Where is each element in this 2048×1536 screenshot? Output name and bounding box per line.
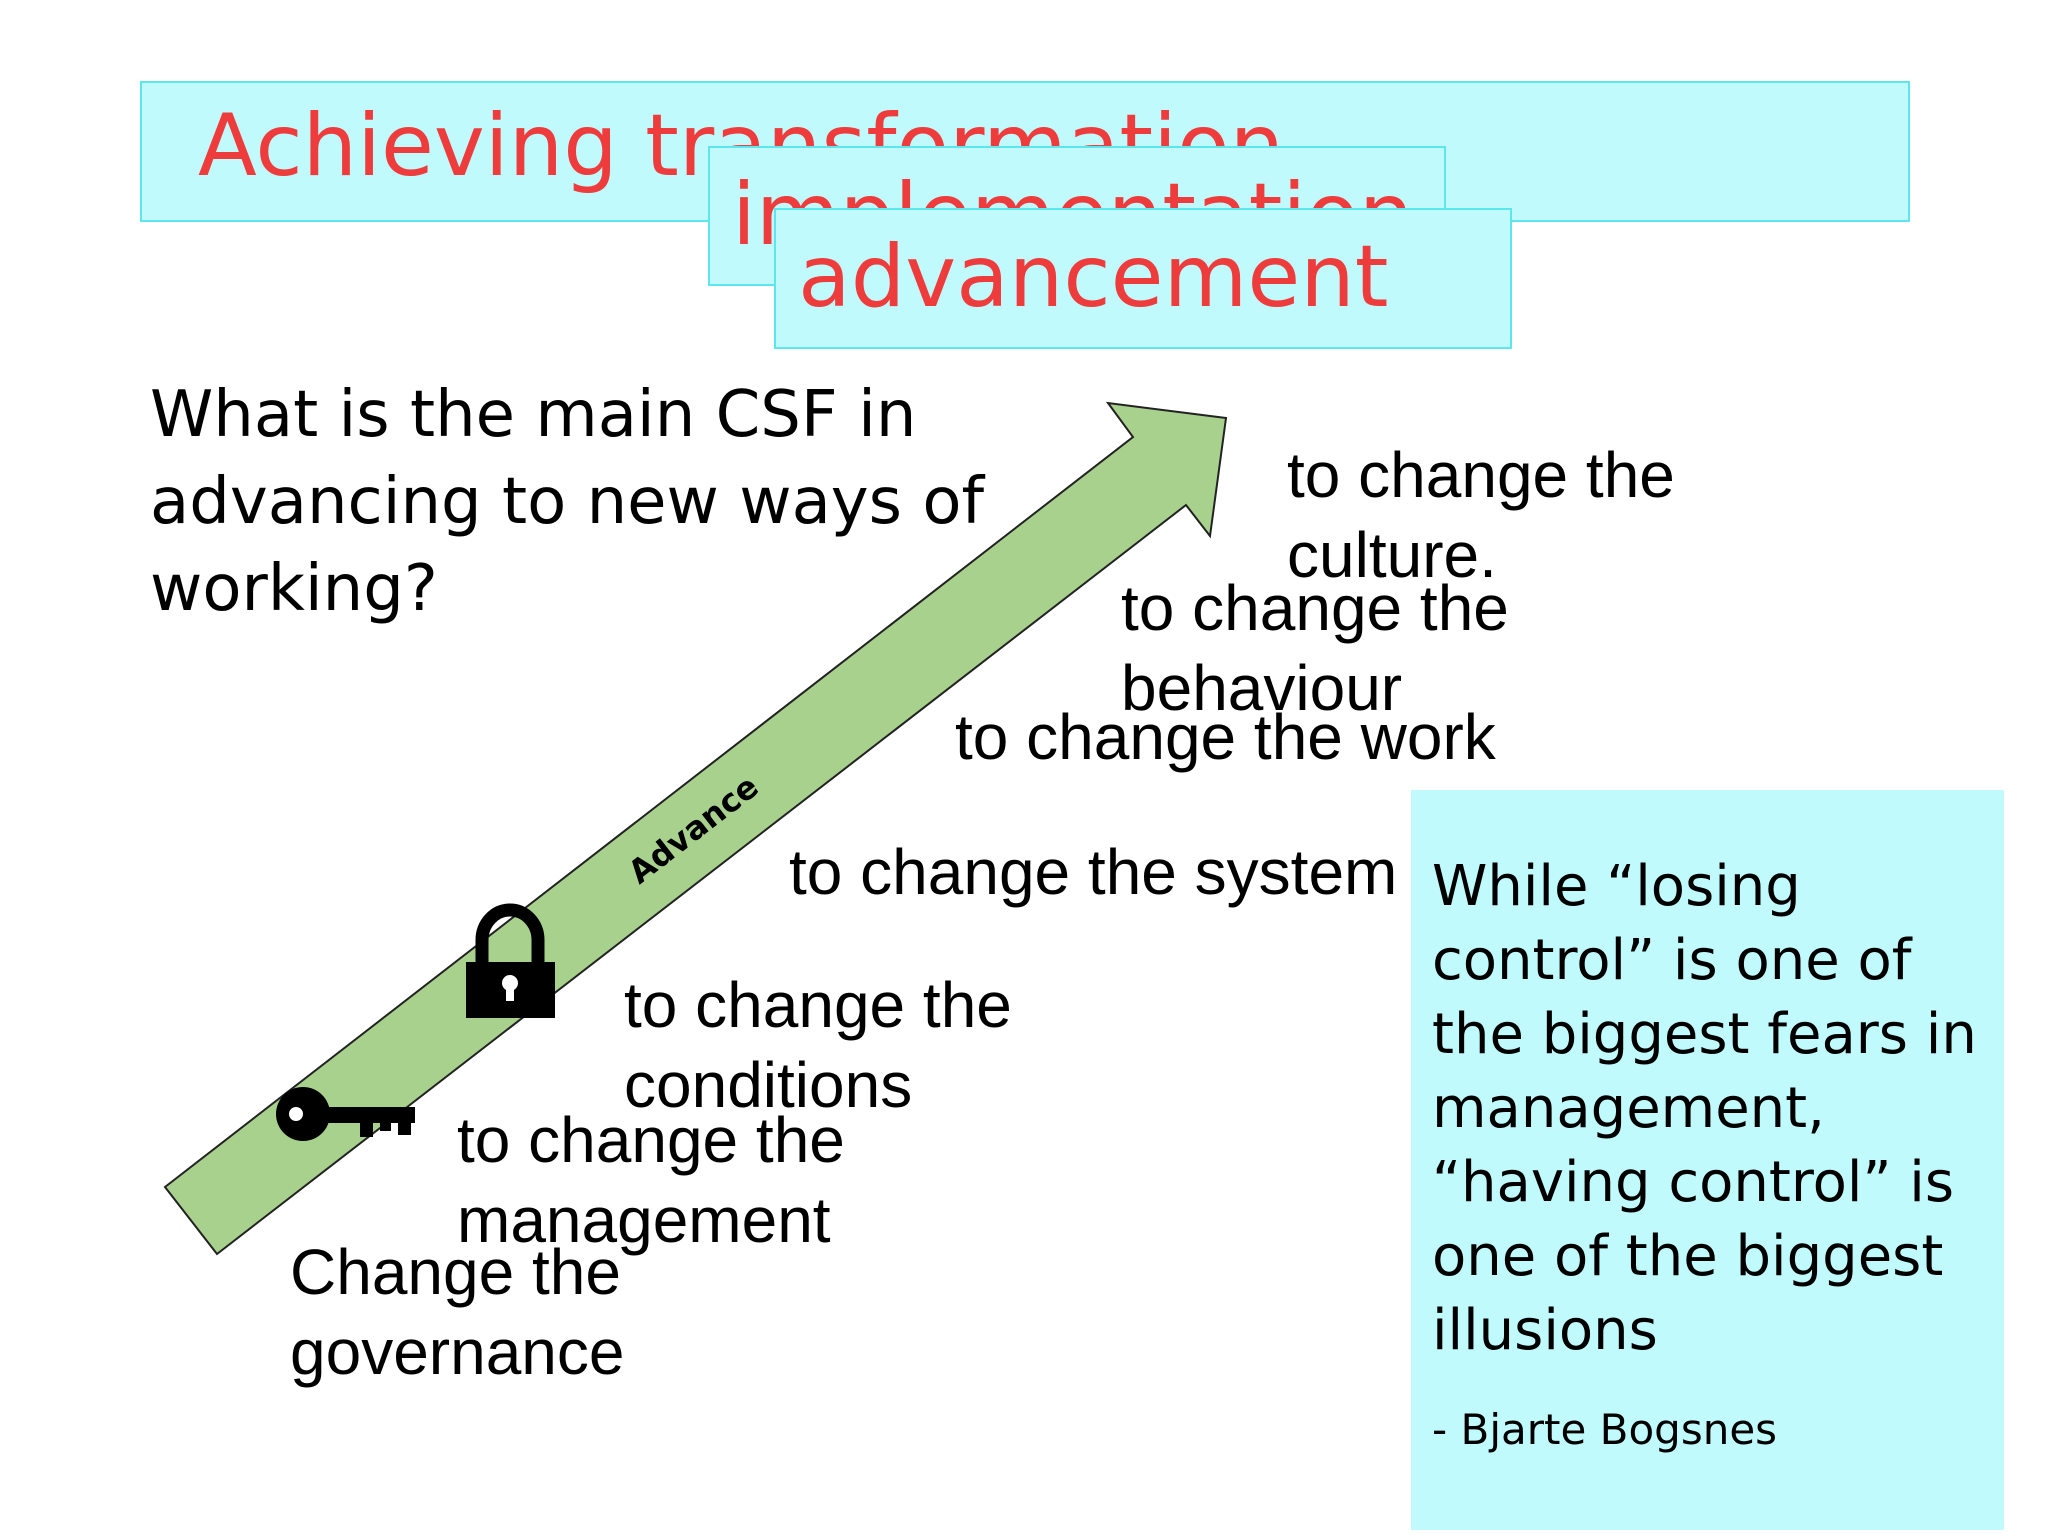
title-advancement: advancement: [798, 227, 1389, 327]
key-icon: [276, 1087, 415, 1141]
step-governance: Change the governance: [290, 1236, 625, 1388]
quote-author: - Bjarte Bogsnes: [1432, 1405, 1778, 1454]
quote-text: While “losing control” is one of the big…: [1432, 854, 1977, 1363]
step-management: to change the management: [457, 1104, 845, 1256]
advance-arrow-shape: [163, 401, 1228, 1256]
quote-box: [1411, 790, 2004, 1530]
step-conditions: to change the conditions: [624, 969, 1012, 1121]
step-behaviour: to change the behaviour: [1121, 572, 1509, 724]
lock-icon: [466, 903, 555, 1018]
step-system: to change the system: [789, 836, 1398, 908]
step-culture: to change the culture.: [1287, 439, 1675, 591]
step-work: to change the work: [955, 701, 1496, 773]
title-box-advancement: advancement: [774, 208, 1512, 349]
question-text: What is the main CSF in advancing to new…: [150, 378, 985, 626]
